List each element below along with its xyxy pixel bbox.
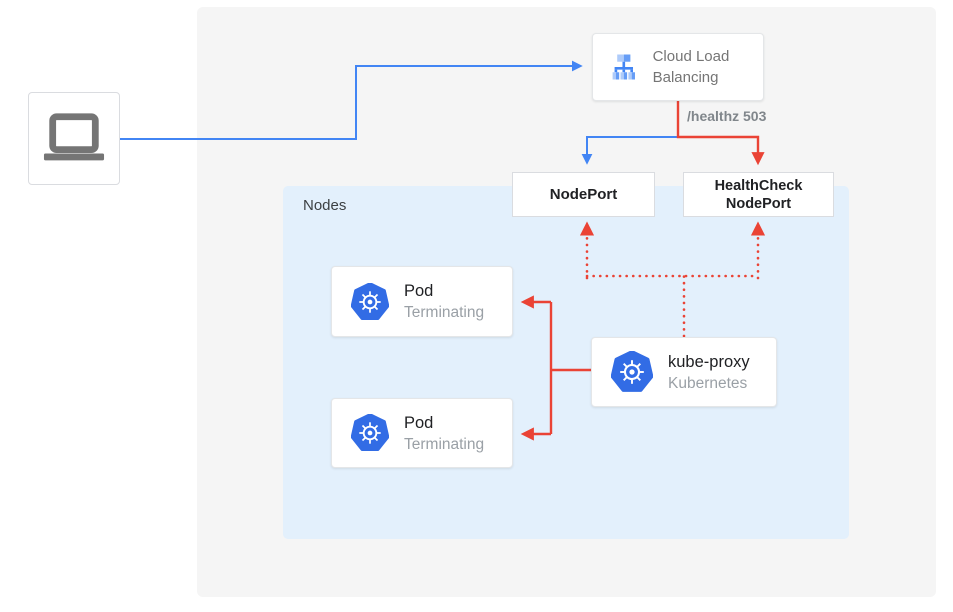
kube-proxy-node: kube-proxy Kubernetes (591, 337, 777, 407)
nodeport-label: NodePort (549, 186, 618, 203)
kubernetes-icon (351, 282, 389, 320)
cloud-load-balancing-node: Cloud Load Balancing (592, 33, 764, 101)
kubernetes-icon (611, 351, 653, 392)
laptop-icon (43, 112, 105, 160)
healthcheck-nodeport-node: HealthCheck NodePort (683, 172, 834, 217)
pod-title: Pod (404, 413, 434, 432)
kubernetes-icon (351, 414, 389, 451)
nodes-label: Nodes (303, 197, 347, 214)
pod-title: Pod (404, 282, 434, 300)
pod-status: Terminating (404, 435, 485, 453)
pod-status: Terminating (404, 304, 485, 321)
pod-node-1: Pod Terminating (331, 266, 513, 337)
nodeport-node: NodePort (512, 172, 655, 217)
cloud-load-balancing-label: Cloud Load Balancing (652, 48, 730, 86)
healthcheck-nodeport-label: HealthCheck NodePort (714, 177, 803, 212)
load-balancer-icon (612, 54, 635, 80)
healthz-status-label: /healthz 503 (687, 108, 767, 124)
pod-node-2: Pod Terminating (331, 398, 513, 468)
kube-proxy-title: kube-proxy (668, 352, 750, 371)
kube-proxy-subtitle: Kubernetes (668, 374, 748, 392)
client-node (28, 92, 120, 185)
